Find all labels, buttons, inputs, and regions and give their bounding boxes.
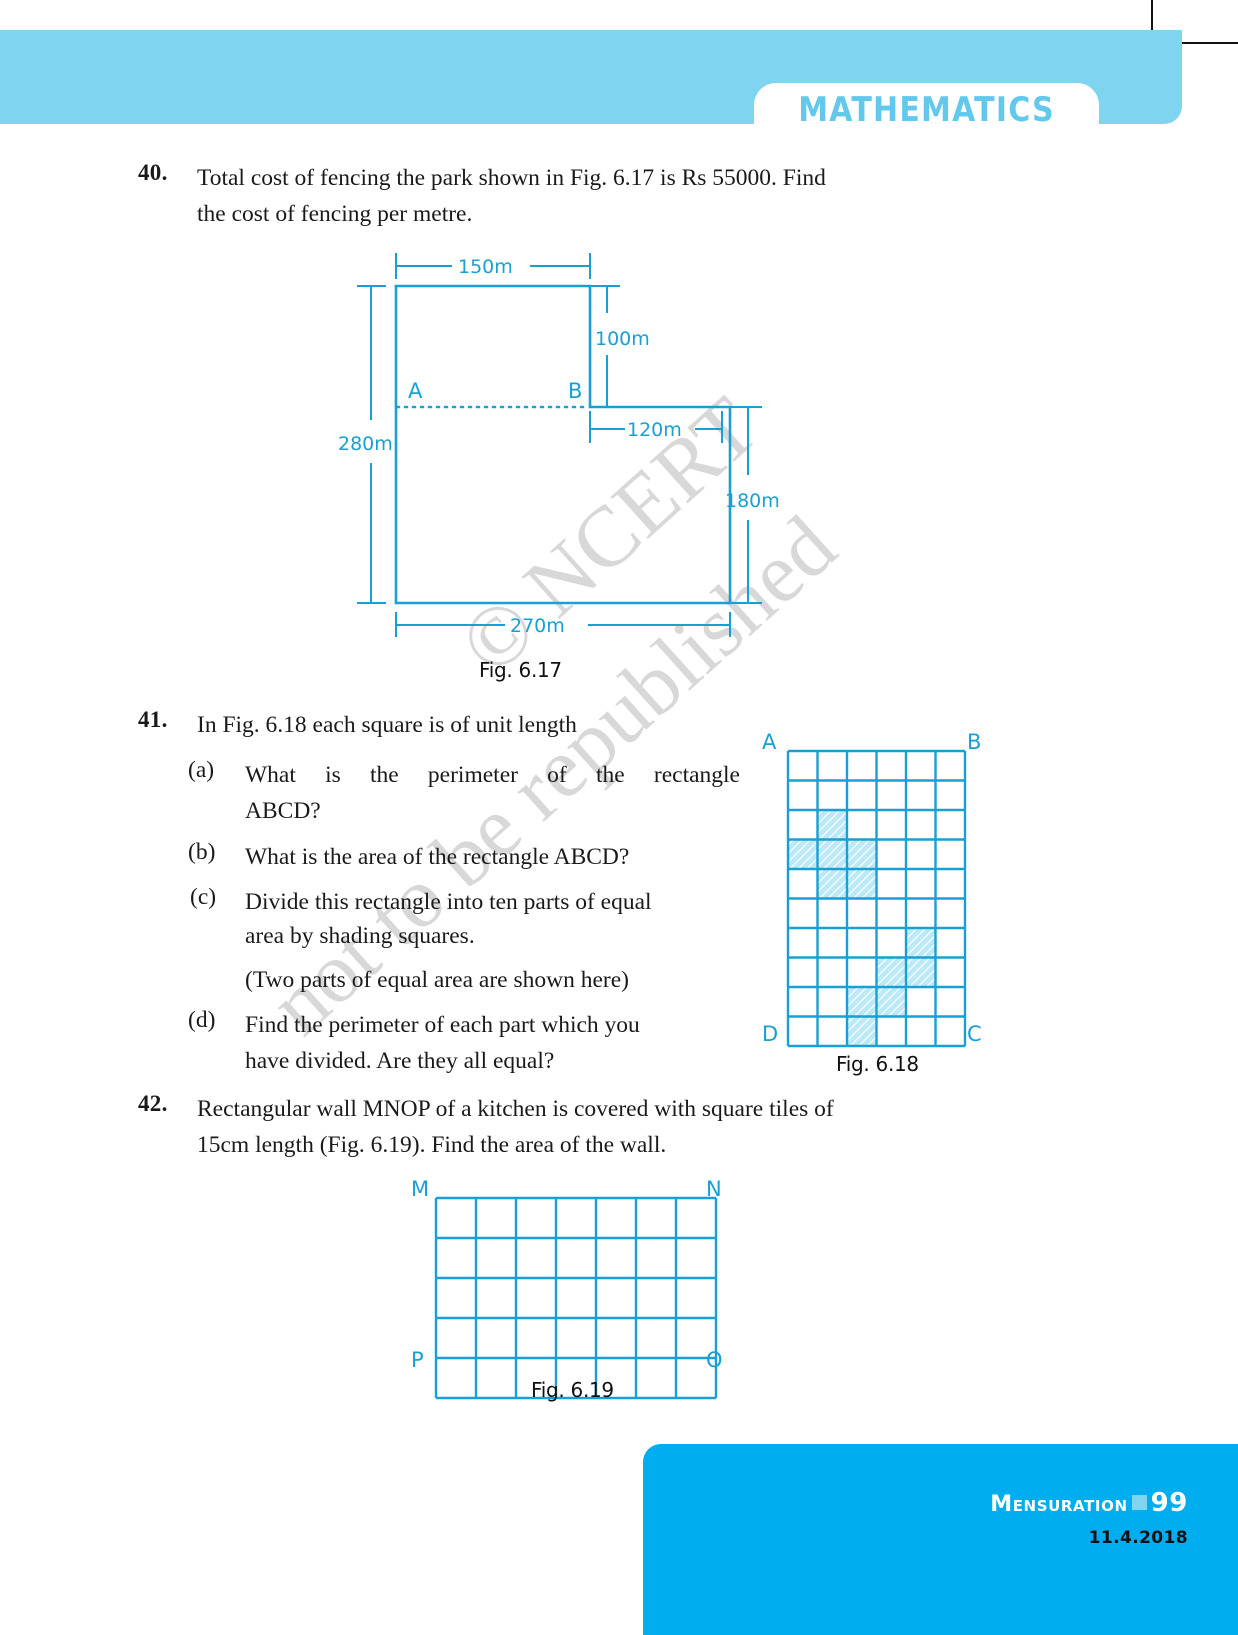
question-41-part-b-label: (b) <box>188 839 216 865</box>
figure-6-17: 150m 280m 100m 120m <box>330 235 790 655</box>
figure-6-19 <box>434 1196 718 1405</box>
question-41-part-c-label: (c) <box>190 884 217 910</box>
question-41-number: 41. <box>138 707 168 732</box>
question-42-line-1: Rectangular wall MNOP of a kitchen is co… <box>197 1096 834 1122</box>
fig619-label-o: O <box>706 1348 723 1372</box>
question-41-part-a-label: (a) <box>188 757 215 783</box>
question-41-part-a-line-2: ABCD? <box>245 798 321 824</box>
footer-chapter-initial: M <box>990 1492 1013 1517</box>
footer-date: 11.4.2018 <box>1088 1528 1188 1548</box>
footer-chapter-rest: ENSURATION <box>1012 1497 1128 1515</box>
fig619-label-p: P <box>411 1348 424 1372</box>
question-41-part-c-line-3: (Two parts of equal area are shown here) <box>245 967 629 993</box>
crop-mark-horizontal <box>1158 42 1238 44</box>
fig619-label-m: M <box>411 1177 430 1201</box>
figure-6-18 <box>786 749 967 1053</box>
question-41-part-d-line-2: have divided. Are they all equal? <box>245 1048 555 1074</box>
question-42-line-2: 15cm length (Fig. 6.19). Find the area o… <box>197 1132 667 1158</box>
fig618-label-c: C <box>967 1022 982 1046</box>
question-40-line-2: the cost of fencing per metre. <box>197 201 473 227</box>
figure-6-17-caption: Fig. 6.17 <box>479 658 562 682</box>
fig618-label-d: D <box>762 1022 779 1046</box>
footer-page-number: 99 <box>1150 1488 1188 1518</box>
fig617-dim-left: 280m <box>338 433 393 455</box>
figure-6-19-caption: Fig. 6.19 <box>531 1378 614 1402</box>
fig619-label-n: N <box>706 1177 722 1201</box>
footer-square-icon <box>1131 1495 1147 1510</box>
fig617-dim-top: 150m <box>458 256 513 278</box>
question-41-part-d-line-1: Find the perimeter of each part which yo… <box>245 1012 640 1038</box>
fig618-label-b: B <box>967 730 982 754</box>
fig617-dim-right-lower: 180m <box>725 490 780 512</box>
crop-mark-vertical <box>1151 0 1153 30</box>
fig617-label-a: A <box>408 379 423 403</box>
fig618-label-a: A <box>762 730 777 754</box>
fig617-dim-inner: 120m <box>627 419 682 441</box>
footer-band: MENSURATION 99 11.4.2018 <box>643 1444 1238 1635</box>
question-40-number: 40. <box>138 160 168 185</box>
question-41-part-b-line-1: What is the area of the rectangle ABCD? <box>245 844 630 870</box>
fig617-dim-right-upper: 100m <box>595 328 650 350</box>
footer-chapter-label: MENSURATION 99 <box>643 1488 1188 1518</box>
question-41-stem: In Fig. 6.18 each square is of unit leng… <box>197 712 577 738</box>
question-42-number: 42. <box>138 1091 168 1116</box>
question-41-part-c-line-2: area by shading squares. <box>245 923 475 949</box>
header-subject-label: MATHEMATICS <box>798 90 1055 131</box>
question-41-part-d-label: (d) <box>188 1007 216 1033</box>
fig617-dim-bottom: 270m <box>510 615 565 637</box>
question-41-part-c-line-1: Divide this rectangle into ten parts of … <box>245 889 652 915</box>
header-subject-tab: MATHEMATICS <box>754 83 1099 138</box>
question-41-part-a-line-1: What is the perimeter of the rectangle <box>245 762 740 788</box>
fig617-label-b: B <box>568 379 582 403</box>
figure-6-18-caption: Fig. 6.18 <box>836 1052 919 1076</box>
question-40-line-1: Total cost of fencing the park shown in … <box>197 165 826 191</box>
